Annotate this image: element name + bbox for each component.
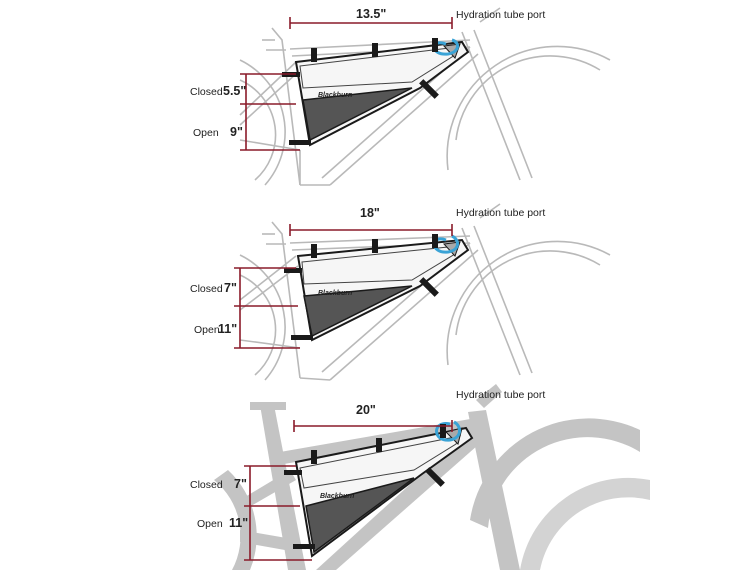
down-tube-strap bbox=[425, 467, 445, 487]
size-panel-large: Blackburn 20" Hydration tube port Closed… bbox=[190, 384, 650, 570]
closed-dimension: 7" bbox=[234, 477, 247, 491]
bag-upper-panel bbox=[301, 245, 459, 285]
top-strap bbox=[372, 239, 378, 253]
hydration-port-label: Hydration tube port bbox=[456, 207, 545, 219]
seat-tube-strap bbox=[293, 544, 315, 549]
length-dimension: 18" bbox=[360, 206, 380, 220]
size-panel-small: Blackburn 13.5" Hydration tube port Clos… bbox=[190, 7, 611, 186]
seat-tube-strap bbox=[289, 140, 311, 145]
closed-dimension: 5.5" bbox=[223, 84, 246, 98]
down-tube-strap bbox=[419, 79, 439, 99]
bag-shadow bbox=[302, 87, 413, 142]
dimension-lines bbox=[234, 224, 453, 349]
closed-label: Closed bbox=[190, 283, 223, 295]
bag-shadow bbox=[303, 285, 413, 338]
dimension-lines bbox=[240, 17, 453, 151]
bag-shadow bbox=[305, 477, 415, 554]
frame-bag: Blackburn bbox=[282, 38, 470, 147]
frame-bag: Blackburn bbox=[284, 420, 474, 558]
top-strap bbox=[311, 48, 317, 62]
closed-label: Closed bbox=[190, 86, 223, 98]
bike-frame-illustration bbox=[239, 7, 611, 186]
hydration-port-label: Hydration tube port bbox=[456, 389, 545, 401]
brand-logo-text: Blackburn bbox=[318, 92, 352, 99]
top-strap bbox=[311, 244, 317, 258]
open-label: Open bbox=[194, 324, 220, 336]
open-dimension: 9" bbox=[230, 125, 243, 139]
frame-bag: Blackburn bbox=[284, 234, 470, 342]
open-dimension: 11" bbox=[218, 322, 237, 336]
top-strap bbox=[372, 43, 378, 57]
top-strap bbox=[440, 424, 446, 438]
top-strap bbox=[432, 38, 438, 52]
brand-logo-text: Blackburn bbox=[320, 493, 354, 500]
open-label: Open bbox=[197, 518, 223, 530]
length-dimension: 13.5" bbox=[356, 7, 386, 21]
closed-label: Closed bbox=[190, 479, 223, 491]
seat-tube-strap bbox=[291, 335, 313, 340]
top-strap bbox=[311, 450, 317, 464]
length-dimension: 20" bbox=[356, 403, 376, 417]
bike-frame-illustration bbox=[214, 384, 650, 570]
top-strap bbox=[432, 234, 438, 248]
closed-dimension: 7" bbox=[224, 281, 237, 295]
dimension-lines bbox=[244, 420, 453, 561]
seat-tube-strap bbox=[284, 268, 302, 273]
bag-upper-panel bbox=[299, 46, 459, 89]
seat-tube-strap bbox=[284, 470, 302, 475]
brand-logo-text: Blackburn bbox=[318, 290, 352, 297]
size-panel-medium: Blackburn 18" Hydration tube port Closed… bbox=[190, 203, 611, 381]
open-dimension: 11" bbox=[229, 516, 248, 530]
top-strap bbox=[376, 438, 382, 452]
bag-upper-panel bbox=[299, 435, 461, 489]
down-tube-strap bbox=[419, 277, 439, 297]
hydration-port-label: Hydration tube port bbox=[456, 9, 545, 21]
open-label: Open bbox=[193, 127, 219, 139]
bike-frame-illustration bbox=[239, 203, 611, 381]
